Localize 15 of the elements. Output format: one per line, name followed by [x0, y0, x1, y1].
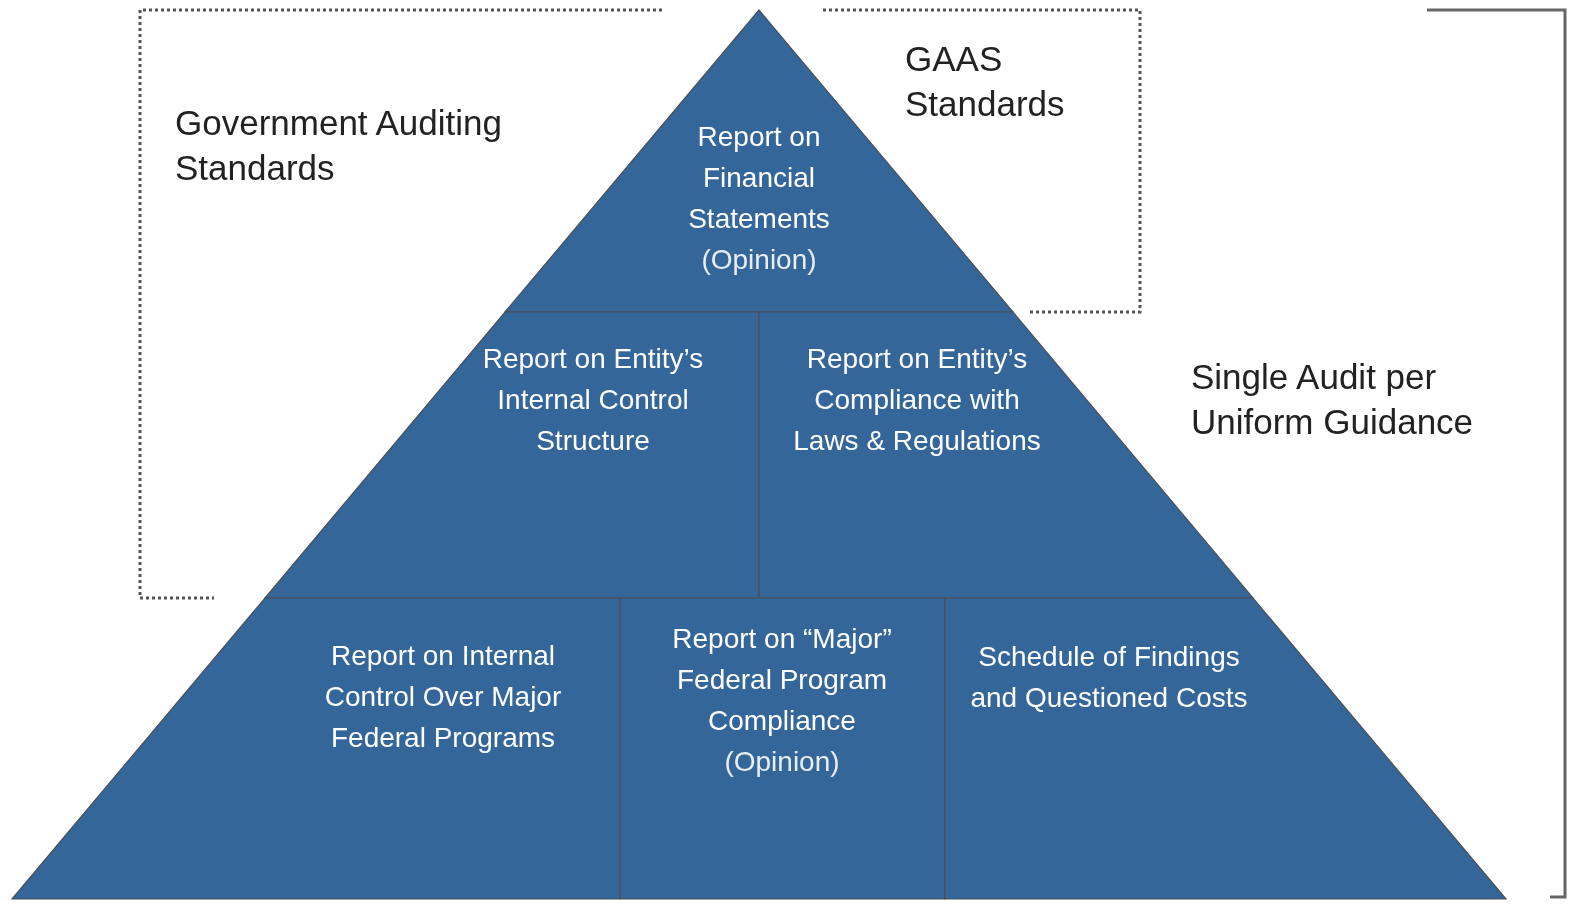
report-title: Report on Entity’s Internal Control Structure	[481, 342, 705, 458]
bracket-label: Government Auditing Standards	[175, 102, 503, 189]
opinion-note: (Opinion)	[724, 745, 840, 779]
bracket-label: Single Audit per Uniform Guidance	[1191, 356, 1475, 443]
pyramid-section	[265, 312, 759, 598]
report-title: Report on Entity’s Compliance with Laws & Regulations	[792, 342, 1042, 458]
bracket-label: GAAS Standards	[905, 38, 1066, 125]
report-title: Report on “Major” Federal Program Compliance	[671, 622, 893, 738]
report-title: Report on Internal Control Over Major Federal Programs	[323, 639, 563, 755]
report-title: Report on Financial Statements	[687, 120, 831, 236]
report-title: Schedule of Findings and Questioned Costs	[969, 640, 1249, 715]
pyramid-section	[620, 598, 945, 899]
opinion-note: (Opinion)	[701, 243, 817, 277]
pyramid-section	[12, 598, 620, 899]
pyramid-section	[945, 598, 1506, 899]
